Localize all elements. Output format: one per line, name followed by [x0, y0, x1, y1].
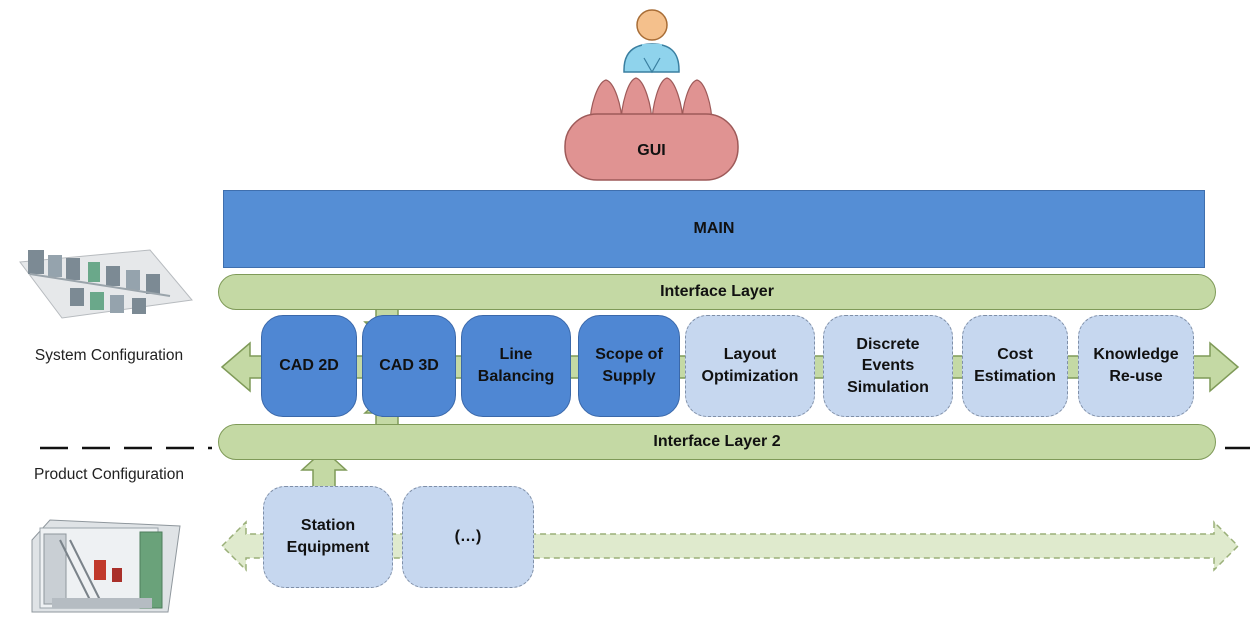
module-layout-optimization: Layout Optimization — [685, 315, 815, 417]
module-more: (…) — [402, 486, 534, 588]
main-block: MAIN — [223, 190, 1205, 268]
module-cad-2d: CAD 2D — [261, 315, 357, 417]
production-line-image — [19, 249, 193, 319]
module-cost-estimation: Cost Estimation — [962, 315, 1068, 417]
gui-shape — [564, 77, 739, 181]
station-equipment-image — [31, 519, 181, 613]
module-scope-of-supply: Scope of Supply — [578, 315, 680, 417]
module-line-balancing: Line Balancing — [461, 315, 571, 417]
interface-layer-2: Interface Layer 2 — [218, 424, 1216, 460]
module-station-equipment: Station Equipment — [263, 486, 393, 588]
system-configuration-label: System Configuration — [34, 347, 184, 364]
product-configuration-label: Product Configuration — [34, 466, 184, 483]
user-icon — [623, 9, 680, 74]
module-knowledge-reuse: Knowledge Re-use — [1078, 315, 1194, 417]
module-discrete-events-simulation: Discrete Events Simulation — [823, 315, 953, 417]
module-cad-3d: CAD 3D — [362, 315, 456, 417]
gui-label: GUI — [637, 142, 666, 159]
interface-layer: Interface Layer — [218, 274, 1216, 310]
